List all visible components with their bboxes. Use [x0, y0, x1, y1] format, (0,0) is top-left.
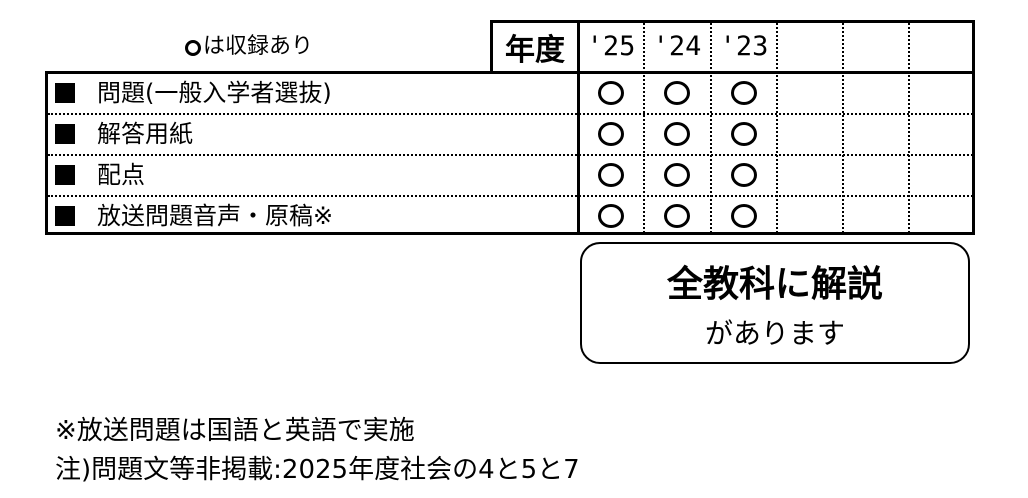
legend: は収録あり — [185, 32, 313, 62]
column-divider — [842, 23, 844, 233]
available-mark-icon — [664, 204, 690, 228]
row-label-audio: 放送問題音声・原稿※ — [55, 201, 333, 231]
column-divider — [643, 23, 645, 233]
year-header: 年度 — [490, 20, 580, 74]
row-label-scoring: 配点 — [55, 160, 145, 190]
available-mark-icon — [731, 163, 757, 187]
year-2024: '24 — [652, 31, 702, 62]
legend-text: は収録あり — [203, 34, 314, 59]
row-divider — [48, 195, 973, 197]
year-2023: '23 — [719, 31, 769, 62]
black-square-icon — [55, 165, 75, 185]
row-divider — [48, 154, 973, 156]
column-divider — [710, 23, 712, 233]
black-square-icon — [55, 83, 75, 103]
explanation-callout — [580, 242, 970, 364]
available-mark-icon — [598, 163, 624, 187]
available-mark-icon — [598, 81, 624, 105]
black-square-icon — [55, 124, 75, 144]
available-mark-icon — [731, 204, 757, 228]
callout-subtitle: があります — [704, 317, 845, 350]
row-label-answer-sheet: 解答用紙 — [55, 119, 193, 149]
black-square-icon — [55, 206, 75, 226]
column-divider — [908, 23, 910, 233]
circle-mark-icon — [185, 40, 201, 56]
year-2025: '25 — [586, 31, 636, 62]
row-label-problems: 問題(一般入学者選抜) — [55, 78, 332, 108]
callout-title: 全教科に解説 — [666, 264, 883, 305]
available-mark-icon — [731, 81, 757, 105]
footnote-omitted: 注)問題文等非掲載:2025年度社会の4と5と7 — [55, 455, 580, 485]
column-divider — [776, 23, 778, 233]
row-labels-frame — [45, 71, 580, 235]
available-mark-icon — [731, 122, 757, 146]
available-mark-icon — [664, 81, 690, 105]
row-divider — [48, 113, 973, 115]
available-mark-icon — [664, 163, 690, 187]
available-mark-icon — [664, 122, 690, 146]
footnote-audio: ※放送問題は国語と英語で実施 — [55, 416, 415, 446]
available-mark-icon — [598, 122, 624, 146]
available-mark-icon — [598, 204, 624, 228]
